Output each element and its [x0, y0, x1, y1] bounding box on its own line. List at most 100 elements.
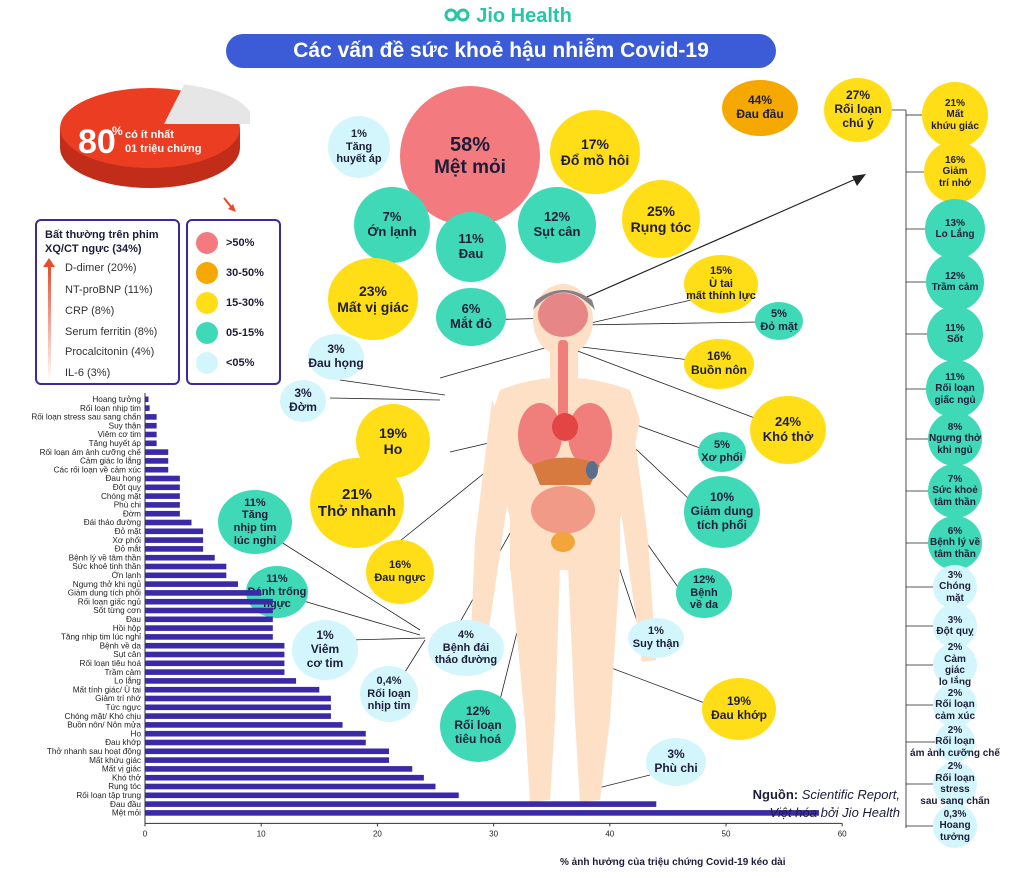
- bar-label: Mất khứu giác: [89, 756, 141, 765]
- bubble-pct: 44%: [747, 93, 773, 108]
- legend-label: 05-15%: [226, 327, 264, 339]
- bubble-label: Tăng: [345, 140, 373, 153]
- abnormal-findings-box: [35, 219, 180, 385]
- bar: [145, 519, 192, 526]
- legend-swatch-teal: [196, 322, 218, 344]
- bubble-pct: 16%: [388, 559, 412, 572]
- bar: [145, 449, 169, 455]
- bar-label: Giảm dung tích phổi: [68, 588, 141, 598]
- bar-label: Chóng mặt/ Khó chịu: [65, 712, 142, 721]
- bar: [145, 774, 424, 781]
- neuro-pct: 7%: [947, 473, 963, 485]
- neuro-label: lo lắng: [938, 676, 972, 688]
- bar-label: Đỏ mắt: [115, 544, 142, 554]
- bubble-label: lúc nghỉ: [233, 534, 277, 547]
- bubble-label: nhịp tim: [367, 700, 411, 713]
- x-tick-label: 60: [838, 829, 847, 838]
- bar: [145, 634, 273, 640]
- bar-label: Mất tính giác/ Ù tai: [73, 684, 141, 694]
- bar-label: Lo lắng: [114, 676, 141, 686]
- bubble-label: Rụng tóc: [630, 219, 692, 235]
- bar: [145, 660, 285, 667]
- neuro-label: Rối loạn: [935, 383, 975, 395]
- bubble-pct: 3%: [294, 386, 312, 401]
- abnormal-item: Procalcitonin (4%): [65, 346, 155, 358]
- bubble-label: Khó thở: [762, 429, 814, 444]
- neuro-label: khi ngủ: [937, 444, 973, 456]
- bar: [145, 396, 149, 403]
- neuro-label: tâm thần: [934, 548, 976, 560]
- bubble-viem-co-tim: 1% Viêm cơ tim: [292, 620, 358, 680]
- bar-label: Xơ phổi: [112, 535, 141, 545]
- bubble-label: Ớn lạnh: [367, 224, 417, 239]
- bubble-label: Suy thận: [632, 638, 680, 650]
- bubble-pct: 11%: [244, 496, 266, 509]
- neuro-label: Đột quỵ: [936, 626, 974, 637]
- bar-label: Sụt cân: [113, 650, 141, 659]
- bubble-benh-ve-da: 12% Bệnh về da: [676, 568, 732, 618]
- bubble-pct: 11%: [266, 573, 288, 586]
- bubble-roi-loan-chu-y: 27% Rối loạn chú ý: [824, 78, 892, 142]
- bubble-do-mat: 5% Đỏ mặt: [755, 302, 803, 340]
- bubble-u-tai: 15% Ù tai mất thính lực: [684, 255, 758, 313]
- bubble-label: Bệnh: [690, 586, 718, 599]
- neuro-pct: 21%: [944, 97, 965, 109]
- neuro-label: tâm thần: [934, 496, 976, 508]
- neuro-pct: 12%: [944, 270, 965, 282]
- pie-caption-line1: có ít nhất: [125, 129, 174, 141]
- neuro-bubble: 12%Trầm cảm: [926, 253, 984, 311]
- bubble-on-lanh: 7% Ớn lạnh: [354, 187, 430, 263]
- bar-label: Rối loạn stress sau sang chấn: [31, 413, 141, 422]
- pie-percent-sign: %: [112, 124, 123, 138]
- page-title: Các vấn đề sức khoẻ hậu nhiễm Covid-19: [226, 34, 776, 68]
- bubble-tang-nhip-tim: 11% Tăng nhịp tim lúc nghỉ: [218, 490, 292, 554]
- bubble-pct: 17%: [580, 135, 610, 152]
- abnormal-item: Serum ferritin (8%): [65, 326, 158, 338]
- bubble-buon-non: 16% Buồn nôn: [684, 339, 754, 389]
- bubble-rung-toc: 25% Rụng tóc: [622, 180, 700, 258]
- bar: [145, 722, 343, 728]
- bubble-label: Mắt đỏ: [450, 316, 492, 331]
- bubble-pct: 5%: [714, 439, 730, 452]
- bubble-pct: 12%: [465, 704, 491, 719]
- bubble-label: về da: [689, 599, 719, 612]
- bar-label: Sốt từng cơn: [93, 606, 141, 615]
- bubble-label: Đau khớp: [711, 708, 767, 722]
- bar: [145, 801, 657, 807]
- bar: [145, 642, 285, 649]
- neuro-label: Bệnh lý về: [929, 537, 981, 549]
- bubble-giam-dung-tich: 10% Giảm dung tích phổi: [684, 476, 760, 548]
- neuro-pct: 2%: [947, 724, 963, 736]
- bubble-pct: 10%: [709, 490, 735, 505]
- bubble-pct: 11%: [458, 231, 484, 247]
- bubble-pct: 6%: [461, 301, 481, 317]
- neuro-label: cảm xúc: [934, 710, 976, 722]
- bubble-label: Tăng: [241, 509, 269, 522]
- bubble-pct: 21%: [341, 485, 373, 503]
- bar: [145, 748, 390, 755]
- neuro-label: Hoang tưởng: [939, 820, 971, 843]
- bar-label: Đỏ mặt: [115, 527, 142, 536]
- neuro-label: Rối loạn: [935, 736, 975, 748]
- abnormal-title-line2: XQ/CT ngực (34%): [45, 243, 142, 255]
- bar: [145, 598, 273, 605]
- bubble-label: Viêm: [310, 642, 340, 657]
- neuro-pct: 11%: [945, 371, 965, 383]
- neuro-bubble: 11%Sốt: [927, 306, 983, 362]
- bar-label: Cảm giác lo lắng: [80, 456, 141, 466]
- neuro-bubble: 0,3%Hoang tưởng: [933, 804, 977, 848]
- bar: [145, 686, 320, 693]
- pie-caption: có ít nhất 01 triệu chứng: [125, 128, 235, 156]
- neuro-label: Mất: [946, 109, 964, 121]
- bar: [145, 669, 285, 675]
- bar-label: Phù chi: [114, 501, 141, 510]
- bubble-label: Mất vị giác: [337, 299, 409, 315]
- bar: [145, 607, 273, 614]
- neuro-label: Rối loạn stress: [935, 772, 975, 796]
- neuro-pct: 13%: [944, 217, 965, 229]
- neuro-label: ám ảnh cưỡng chế: [910, 747, 1000, 759]
